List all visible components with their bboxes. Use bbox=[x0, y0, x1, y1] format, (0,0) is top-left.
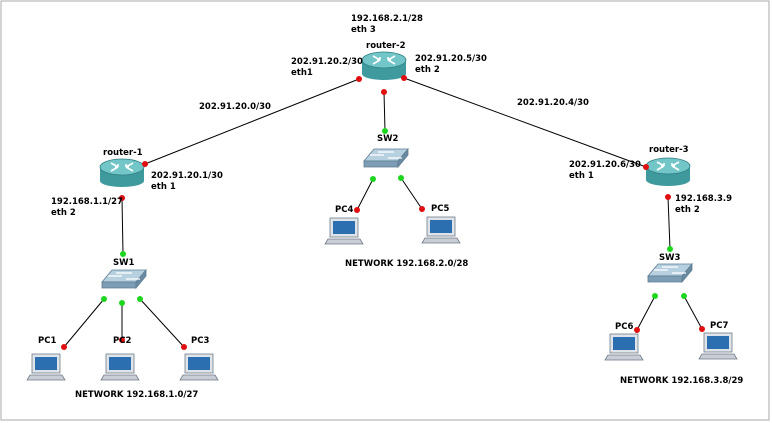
switch-icon bbox=[647, 263, 693, 283]
pc3-label: PC3 bbox=[191, 336, 209, 346]
router3-name: router-3 bbox=[649, 145, 689, 155]
router1-eth2: eth 2 bbox=[51, 208, 76, 218]
pc-icon bbox=[421, 216, 461, 244]
router-icon bbox=[99, 158, 145, 188]
router3-eth2: eth 2 bbox=[675, 205, 700, 215]
pc-icon bbox=[604, 333, 644, 361]
router-1[interactable] bbox=[99, 158, 145, 188]
link-sw2-pc5[interactable] bbox=[400, 177, 423, 210]
pc7-label: PC7 bbox=[710, 321, 728, 331]
link-sw1-pc3[interactable] bbox=[139, 298, 185, 348]
pc3[interactable] bbox=[179, 353, 219, 381]
link-label-r2-r3: 202.91.20.4/30 bbox=[517, 98, 589, 108]
switch-icon bbox=[101, 269, 147, 289]
router2-eth3: eth 3 bbox=[351, 25, 376, 35]
port-up-dot bbox=[652, 293, 658, 299]
link-router2-router3[interactable] bbox=[403, 77, 647, 168]
pc4-label: PC4 bbox=[335, 205, 353, 215]
network-3-label: NETWORK 192.168.3.8/29 bbox=[620, 376, 743, 386]
pc7[interactable] bbox=[698, 332, 738, 360]
router2-eth2: eth 2 bbox=[415, 65, 440, 75]
pc5[interactable] bbox=[421, 216, 461, 244]
pc-icon bbox=[698, 332, 738, 360]
router1-name: router-1 bbox=[103, 148, 143, 158]
port-down-dot bbox=[354, 207, 360, 213]
links bbox=[63, 77, 703, 348]
pc-icon bbox=[26, 353, 66, 381]
router2-eth2-ip: 202.91.20.5/30 bbox=[415, 54, 487, 64]
pc6[interactable] bbox=[604, 333, 644, 361]
link-sw2-pc4[interactable] bbox=[356, 178, 374, 211]
pc-icon bbox=[179, 353, 219, 381]
pc1-label: PC1 bbox=[38, 336, 56, 346]
router1-eth1: eth 1 bbox=[151, 182, 176, 192]
switch-icon bbox=[363, 148, 409, 168]
port-down-dot bbox=[381, 89, 387, 95]
router-icon bbox=[361, 51, 407, 81]
router-2[interactable] bbox=[361, 51, 407, 81]
port-down-dot bbox=[643, 164, 649, 170]
pc-icon bbox=[100, 353, 140, 381]
link-sw3-pc7[interactable] bbox=[683, 295, 703, 330]
pc6-label: PC6 bbox=[615, 322, 633, 332]
router-icon bbox=[645, 157, 691, 187]
router1-eth1-ip: 202.91.20.1/30 bbox=[151, 171, 223, 181]
port-up-dot bbox=[398, 175, 404, 181]
pc5-label: PC5 bbox=[431, 204, 449, 214]
pc1[interactable] bbox=[26, 353, 66, 381]
link-router1-router2[interactable] bbox=[144, 78, 360, 165]
link-router1-sw1[interactable] bbox=[121, 197, 124, 255]
port-up-dot bbox=[667, 246, 673, 252]
router-3[interactable] bbox=[645, 157, 691, 187]
pc-icon bbox=[324, 217, 364, 245]
port-down-dot bbox=[119, 337, 125, 343]
port-up-dot bbox=[119, 300, 125, 306]
router2-eth1: eth1 bbox=[291, 68, 313, 78]
router3-eth1: eth 1 bbox=[569, 171, 594, 181]
pc4[interactable] bbox=[324, 217, 364, 245]
router3-eth2-ip: 192.168.3.9 bbox=[675, 194, 732, 204]
router3-eth1-ip: 202.91.20.6/30 bbox=[569, 160, 641, 170]
router2-eth3-ip: 192.168.2.1/28 bbox=[351, 14, 423, 24]
sw3-label: SW3 bbox=[659, 253, 680, 263]
labels: 192.168.2.1/28 eth 3 router-2 202.91.20.… bbox=[38, 14, 743, 400]
sw1[interactable] bbox=[101, 269, 147, 289]
port-up-dot bbox=[101, 296, 107, 302]
link-label-r1-r2: 202.91.20.0/30 bbox=[199, 102, 271, 112]
network-2-label: NETWORK 192.168.2.0/28 bbox=[345, 259, 468, 269]
port-down-dot bbox=[356, 76, 362, 82]
link-router2-sw2[interactable] bbox=[383, 91, 386, 132]
port-down-dot bbox=[181, 344, 187, 350]
router2-name: router-2 bbox=[366, 41, 406, 51]
port-down-dot bbox=[119, 195, 125, 201]
port-down-dot bbox=[401, 75, 407, 81]
port-down-dot bbox=[61, 344, 67, 350]
router1-eth2-ip: 192.168.1.1/27 bbox=[51, 197, 123, 207]
port-down-dot bbox=[699, 326, 705, 332]
port-up-dot bbox=[120, 251, 126, 257]
port-up-dot bbox=[137, 296, 143, 302]
port-down-dot bbox=[634, 327, 640, 333]
network-1-label: NETWORK 192.168.1.0/27 bbox=[75, 390, 198, 400]
link-sw3-pc6[interactable] bbox=[636, 295, 656, 331]
sw1-label: SW1 bbox=[113, 258, 134, 268]
pc2[interactable] bbox=[100, 353, 140, 381]
port-indicators bbox=[61, 75, 705, 350]
sw2-label: SW2 bbox=[377, 134, 398, 144]
link-sw1-pc1[interactable] bbox=[63, 298, 105, 348]
sw2[interactable] bbox=[363, 148, 409, 168]
port-down-dot bbox=[665, 194, 671, 200]
pc2-label: PC2 bbox=[113, 336, 131, 346]
port-up-dot bbox=[681, 293, 687, 299]
port-down-dot bbox=[419, 206, 425, 212]
port-down-dot bbox=[142, 161, 148, 167]
port-up-dot bbox=[382, 128, 388, 134]
sw3[interactable] bbox=[647, 263, 693, 283]
router2-eth1-ip: 202.91.20.2/30 bbox=[291, 57, 363, 67]
link-router3-sw3[interactable] bbox=[667, 196, 671, 250]
port-up-dot bbox=[370, 176, 376, 182]
